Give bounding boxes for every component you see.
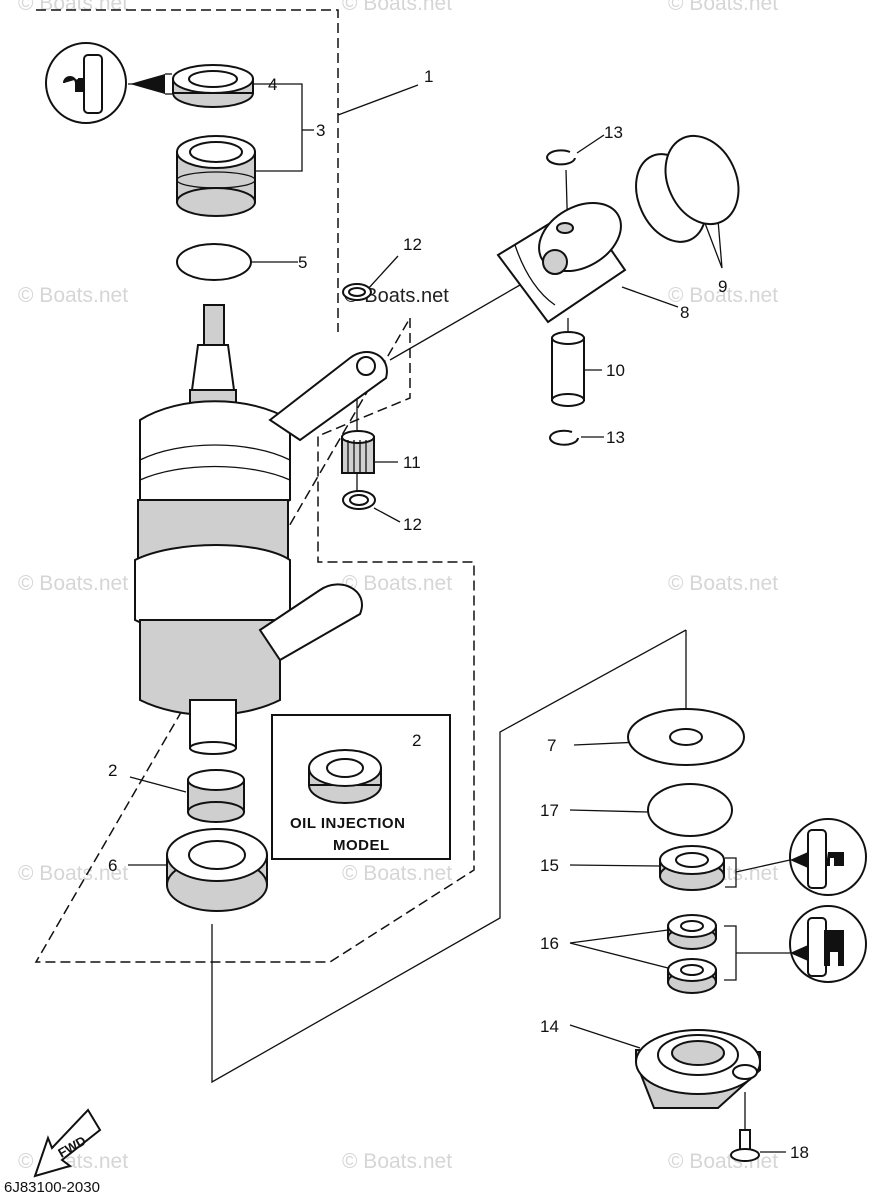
watermark: © Boats.net bbox=[18, 284, 128, 307]
part-connecting-rod bbox=[258, 351, 388, 662]
part-washer-12 bbox=[342, 490, 376, 510]
watermarks: © Boats.net © Boats.net © Boats.net © Bo… bbox=[18, 0, 778, 1173]
part-o-ring-5 bbox=[176, 243, 252, 281]
callout-4: 4 bbox=[268, 75, 277, 94]
watermark: © Boats.net bbox=[342, 862, 452, 885]
watermark: © Boats.net bbox=[668, 284, 778, 307]
part-washer-12 bbox=[342, 283, 372, 301]
inset-subtitle: MODEL bbox=[333, 837, 390, 854]
watermark: © Boats.net bbox=[342, 572, 452, 595]
callout-9: 9 bbox=[718, 277, 727, 296]
part-piston-rings-9 bbox=[635, 134, 740, 243]
callout-10: 10 bbox=[606, 361, 625, 380]
callout-13: 13 bbox=[606, 428, 625, 447]
callout-2: 2 bbox=[412, 731, 421, 750]
part-washer-7 bbox=[627, 708, 745, 766]
part-oil-seal-16 bbox=[667, 914, 717, 950]
watermark: © Boats.net bbox=[18, 0, 128, 15]
watermark: © Boats.net bbox=[342, 1150, 452, 1173]
assembly-boundary bbox=[34, 9, 475, 963]
part-piston-8 bbox=[496, 201, 627, 324]
callout-13: 13 bbox=[604, 123, 623, 142]
part-oil-seal-16 bbox=[667, 958, 717, 994]
callout-14: 14 bbox=[540, 1017, 559, 1036]
part-needle-bearing-11 bbox=[341, 430, 375, 474]
part-bearing-3 bbox=[176, 135, 256, 217]
callout-16: 16 bbox=[540, 934, 559, 953]
callout-12: 12 bbox=[403, 235, 422, 254]
watermark: © Boats.net bbox=[668, 572, 778, 595]
part-oil-seal-2 bbox=[187, 769, 245, 823]
callout-15: 15 bbox=[540, 856, 559, 875]
watermark: © Boats.net bbox=[668, 1150, 778, 1173]
part-bearing-6 bbox=[166, 828, 268, 912]
part-housing-14 bbox=[635, 1029, 761, 1109]
inset-oil-injection-model: 2 OIL INJECTION MODEL bbox=[271, 714, 451, 860]
part-clip-13 bbox=[549, 429, 579, 446]
callout-17: 17 bbox=[540, 801, 559, 820]
part-piston-pin-10 bbox=[551, 331, 585, 407]
callout-6: 6 bbox=[108, 856, 117, 875]
part-bolt-18 bbox=[730, 1129, 760, 1162]
callout-5: 5 bbox=[298, 253, 307, 272]
watermark: © Boats.net bbox=[18, 862, 128, 885]
callout-7: 7 bbox=[547, 736, 556, 755]
callout-18: 18 bbox=[790, 1143, 809, 1162]
part-o-ring-17 bbox=[647, 783, 733, 837]
callout-3: 3 bbox=[316, 121, 325, 140]
callout-11: 11 bbox=[403, 453, 421, 472]
callouts: 1 4 3 5 12 13 9 8 10 13 11 12 2 6 7 17 1… bbox=[108, 67, 809, 1162]
diagram-code: 6J83100-2030 bbox=[4, 1179, 100, 1196]
callout-8: 8 bbox=[680, 303, 689, 322]
watermark: © Boats.net bbox=[668, 0, 778, 15]
callout-2: 2 bbox=[108, 761, 117, 780]
sealant-icon bbox=[789, 905, 867, 983]
grease-icon bbox=[45, 42, 172, 124]
grease-icon bbox=[789, 818, 867, 896]
part-clip-13 bbox=[546, 149, 576, 166]
watermark: © Boats.net bbox=[18, 572, 128, 595]
part-oil-seal-4 bbox=[172, 64, 254, 108]
part-crankshaft bbox=[134, 304, 291, 755]
callout-1: 1 bbox=[424, 67, 433, 86]
inset-title: OIL INJECTION bbox=[290, 815, 405, 832]
callout-12: 12 bbox=[403, 515, 422, 534]
part-oil-seal-15 bbox=[659, 845, 725, 891]
watermark: © Boats.net bbox=[342, 0, 452, 15]
